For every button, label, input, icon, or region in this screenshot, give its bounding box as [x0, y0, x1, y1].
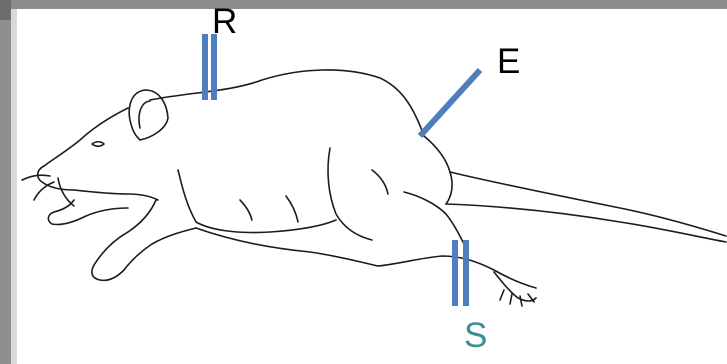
rat-back-outline [150, 70, 424, 136]
label-e: E [497, 44, 520, 79]
rat-jaw [74, 190, 158, 200]
rat-tail-top [450, 172, 726, 236]
label-r: R [212, 4, 237, 39]
rat-whisker-2 [34, 182, 54, 200]
rat-front-leg [92, 200, 196, 280]
rat-whisker-1 [22, 175, 50, 180]
label-s: S [464, 318, 487, 353]
rat-rump [424, 136, 452, 204]
rat-chest [178, 170, 336, 233]
rat-ear-inner [139, 101, 150, 128]
electrode-e-bar [420, 70, 480, 136]
rat-snout [38, 166, 74, 190]
rat-eye [92, 142, 104, 147]
rat-fur-1 [240, 200, 252, 220]
rat-fur-3 [372, 170, 388, 194]
rat-haunch [328, 148, 372, 240]
rat-fur-2 [286, 196, 298, 222]
rat-head-top [44, 108, 128, 166]
rat-hind-leg-top [404, 192, 466, 248]
rat-front-paw-2 [48, 200, 128, 225]
rat-belly [196, 228, 378, 266]
